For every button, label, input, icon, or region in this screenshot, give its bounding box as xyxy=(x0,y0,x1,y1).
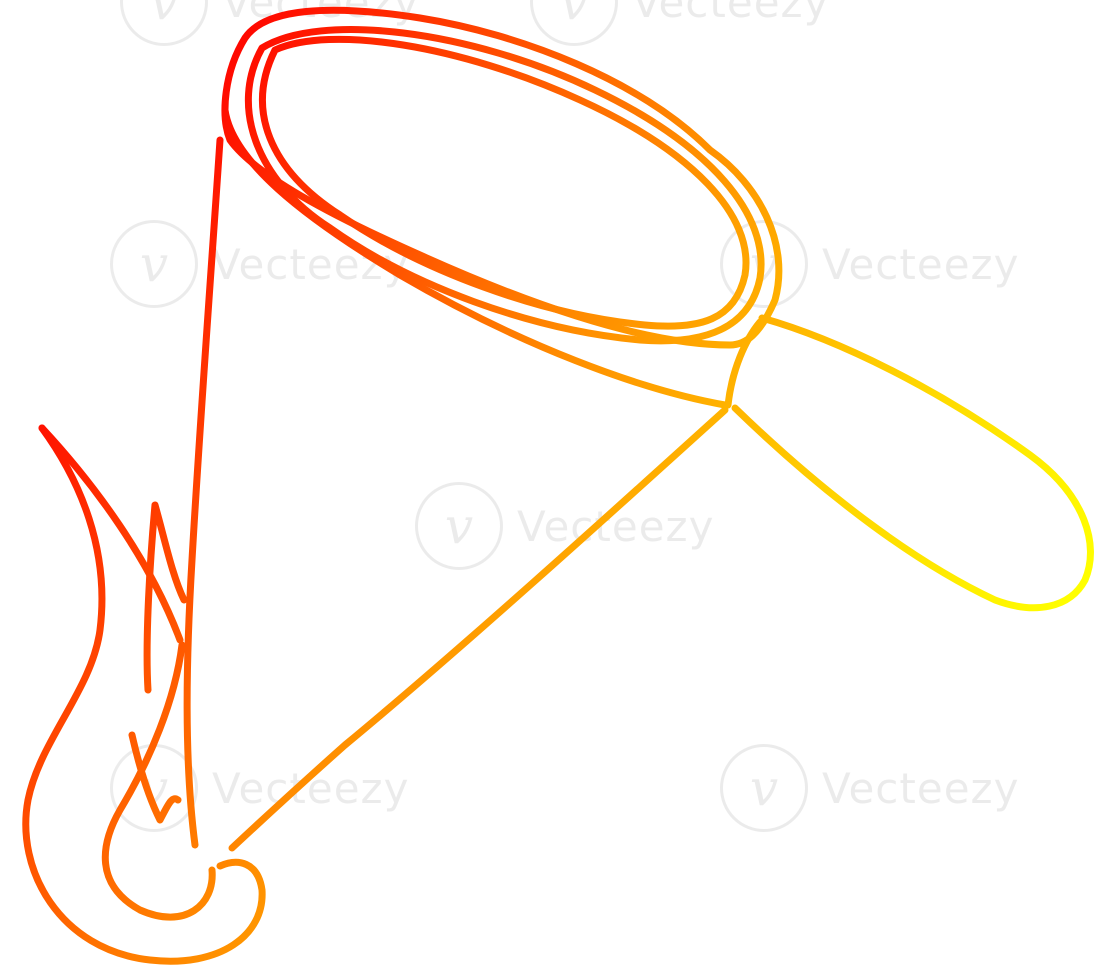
cone-left-side xyxy=(183,136,224,849)
cone-right-side xyxy=(228,406,729,852)
bucket-rim xyxy=(221,6,783,409)
handle-collar xyxy=(724,318,764,409)
rim-inner-ellipse xyxy=(259,35,750,330)
bucket-handle xyxy=(724,314,1094,612)
outer-flame-inner-edge xyxy=(38,424,184,644)
outer-flame xyxy=(22,424,266,965)
flames xyxy=(22,424,266,965)
flame-spike xyxy=(143,501,188,694)
inner-flame xyxy=(101,641,216,921)
rim-band-lower xyxy=(221,106,729,409)
inner-flame-tip xyxy=(128,731,182,824)
bucket-cone xyxy=(183,136,729,852)
handle-outline xyxy=(731,314,1094,612)
